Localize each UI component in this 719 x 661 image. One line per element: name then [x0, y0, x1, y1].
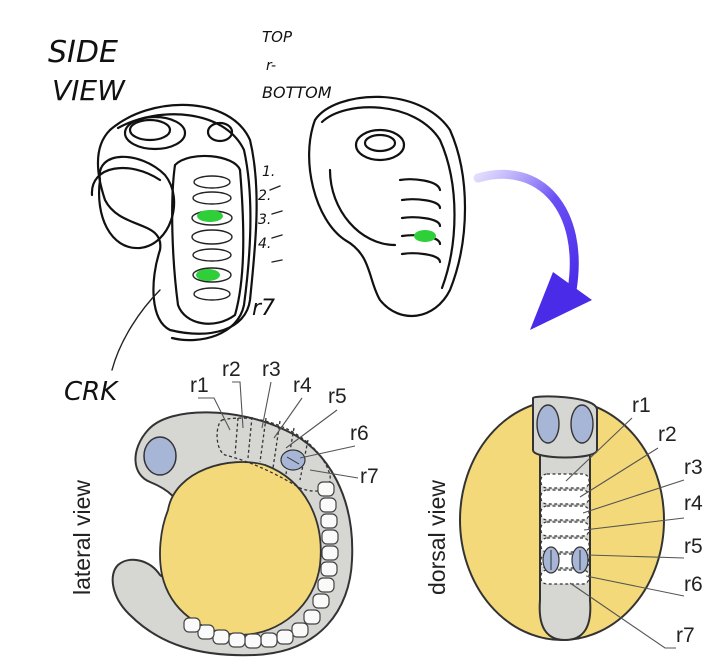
lateral-label-r5: r5 — [328, 385, 347, 408]
sketch-r7-label: r7 — [252, 296, 275, 321]
dorsal-label-r5: r5 — [684, 535, 703, 558]
dorsal-view-title: dorsal view — [424, 480, 450, 595]
sketch-number-1: 1. — [262, 164, 275, 180]
lateral-label-r2: r2 — [222, 358, 241, 381]
lateral-label-r7: r7 — [360, 465, 379, 488]
sketch-side-label: SIDE — [48, 35, 118, 70]
transition-arrow — [478, 174, 592, 330]
sketch-number-4: 4. — [258, 236, 271, 252]
sketch-view-label: VIEW — [52, 74, 126, 107]
dorsal-view-diagram: dorsal view r1 r2 r3 r4 r5 r6 — [424, 394, 703, 648]
sketch-top-embryo — [309, 97, 465, 316]
lateral-label-r4: r4 — [293, 374, 312, 397]
dorsal-label-r3: r3 — [684, 456, 703, 479]
dorsal-eye-left — [537, 405, 559, 443]
sketch-top-label: TOP — [262, 28, 293, 46]
sketch-green-spot — [197, 210, 223, 222]
sketch-r-label: r- — [266, 58, 276, 74]
sketch-number-3: 3. — [258, 212, 271, 228]
lateral-label-r1: r1 — [190, 374, 209, 397]
lateral-eye — [144, 437, 176, 475]
dorsal-label-r7: r7 — [676, 624, 695, 647]
lateral-label-r3: r3 — [262, 358, 281, 381]
dorsal-eye-right — [571, 405, 593, 443]
arrow-head-icon — [530, 272, 592, 330]
lateral-view-title: lateral view — [69, 480, 95, 595]
dorsal-label-r1: r1 — [632, 394, 651, 417]
sketch-side-embryo — [92, 105, 257, 370]
lateral-yolk — [160, 462, 321, 635]
sketch-bottom-label: BOTTOM — [262, 83, 332, 102]
dorsal-label-r2: r2 — [658, 423, 677, 446]
dorsal-label-r6: r6 — [684, 573, 703, 596]
lateral-label-r6: r6 — [350, 422, 369, 445]
dorsal-label-r4: r4 — [684, 492, 703, 515]
sketch-crk-label: CRK — [64, 377, 119, 407]
sketch-green-spot — [414, 230, 436, 242]
sketch-number-2: 2. — [258, 188, 271, 204]
sketch-area: SIDE VIEW TOP r- BOTTOM 1. 2. — [48, 28, 465, 407]
sketch-green-spot — [196, 269, 220, 281]
